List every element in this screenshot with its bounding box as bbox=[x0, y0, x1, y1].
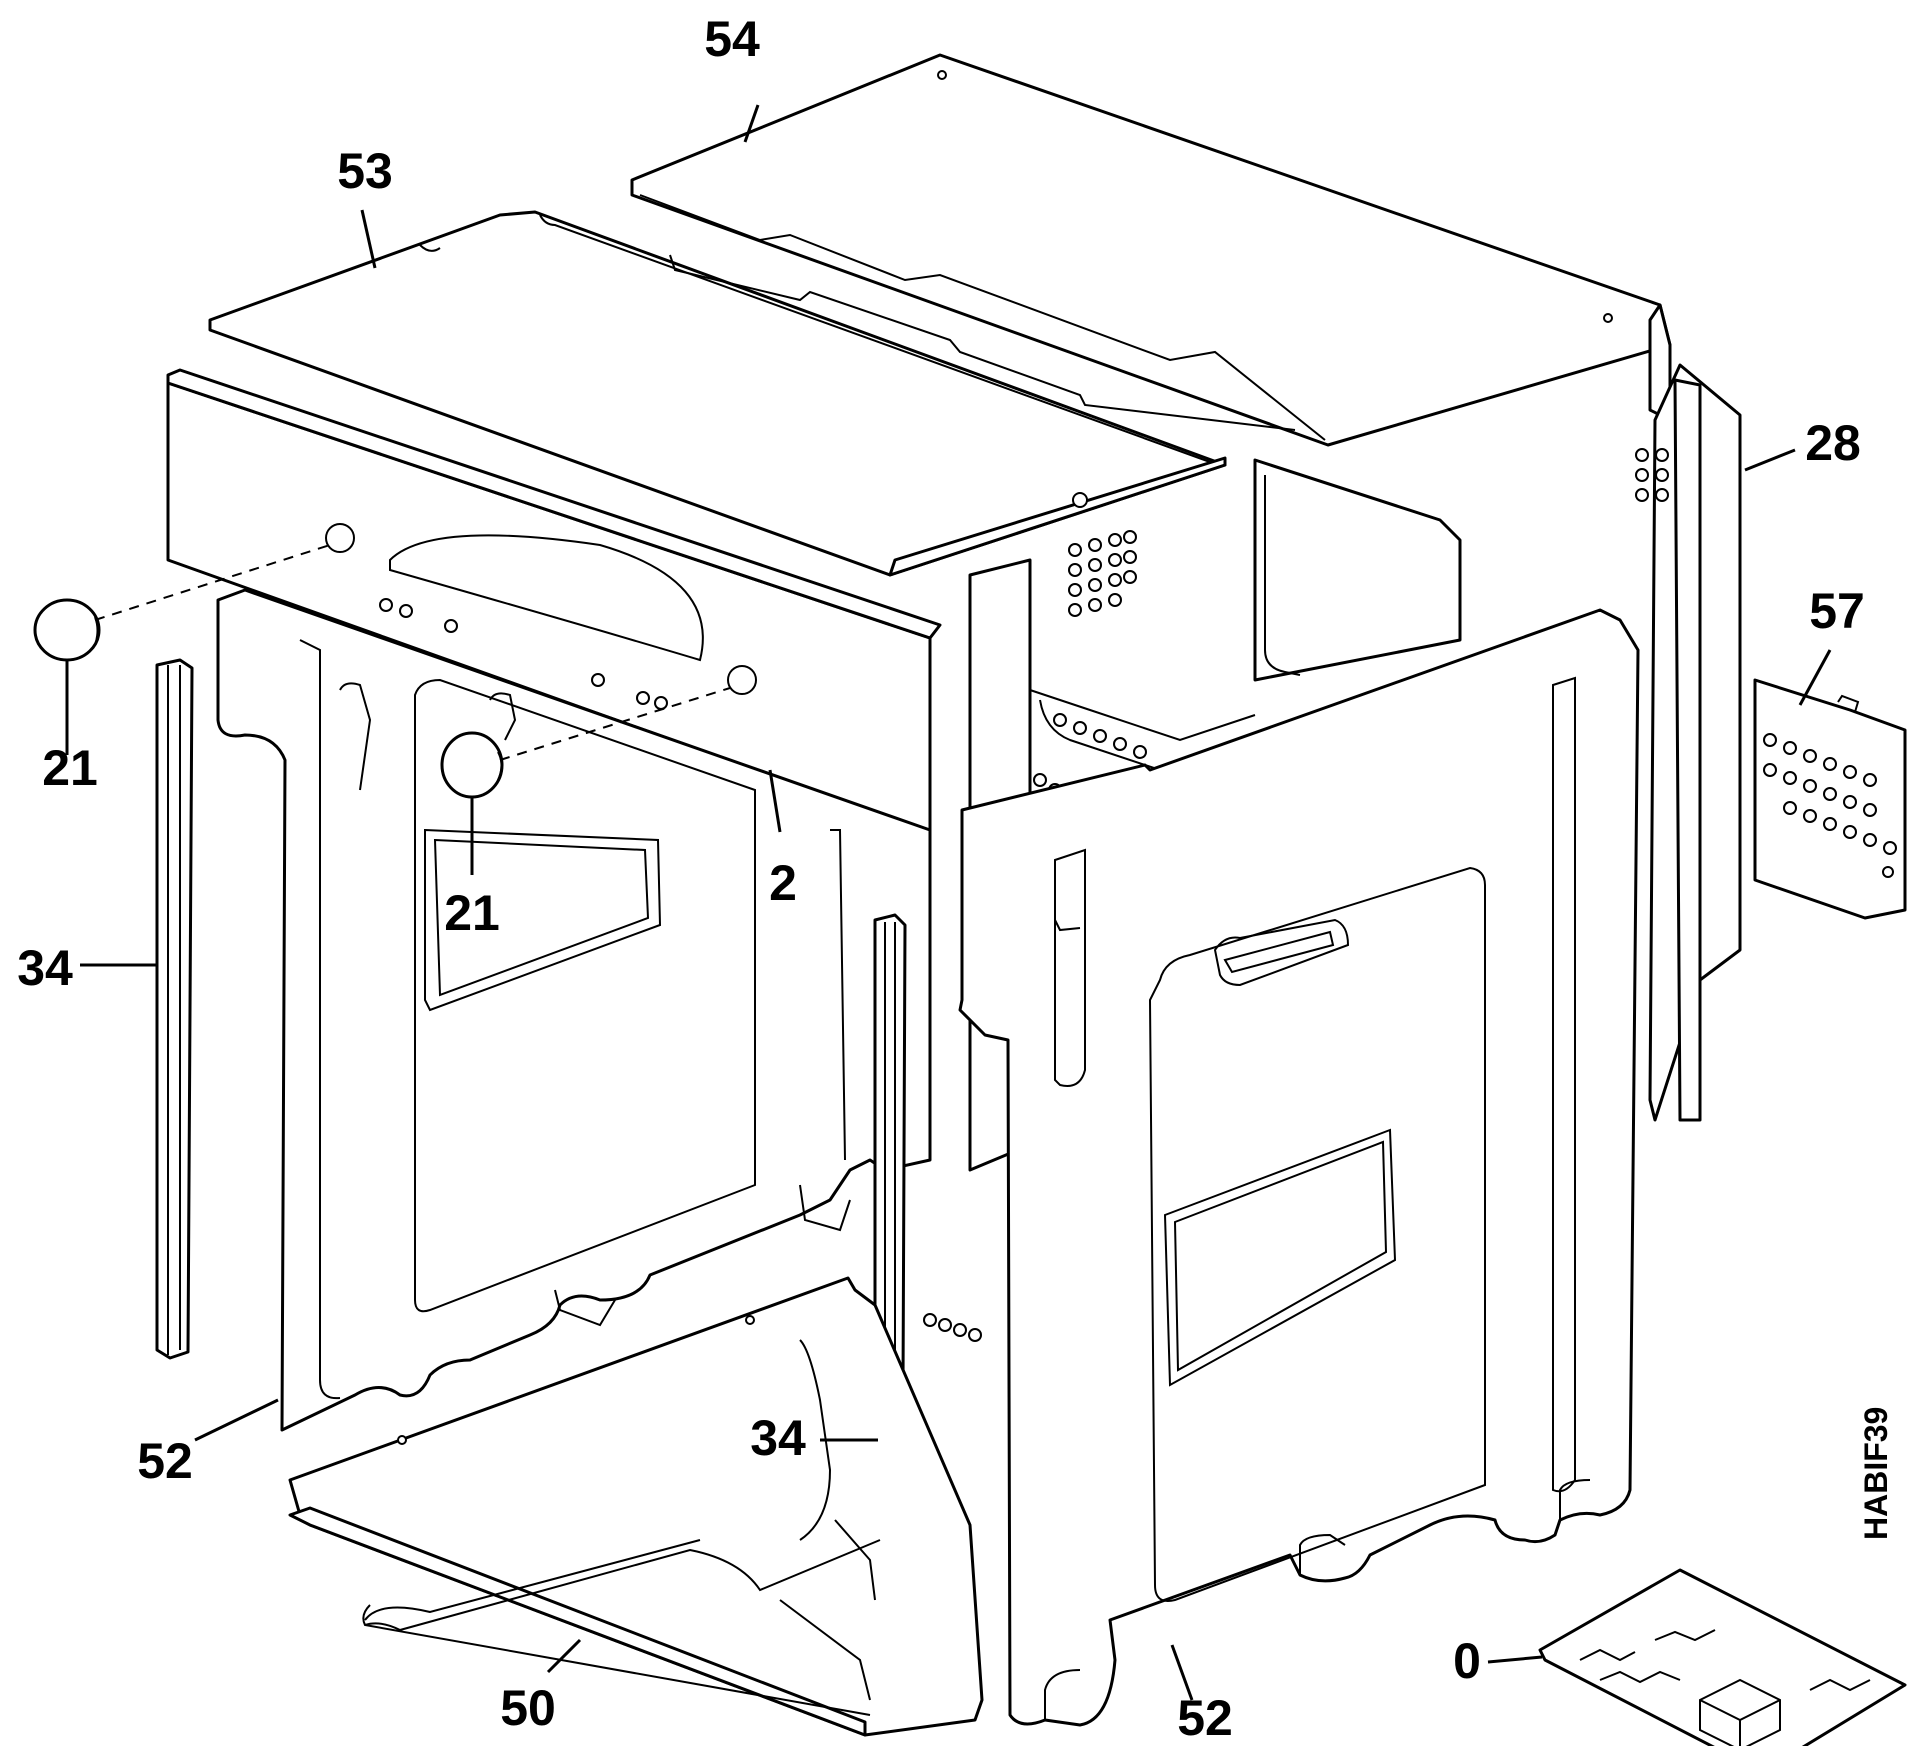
callout-50: 50 bbox=[500, 1680, 556, 1736]
callout-0: 0 bbox=[1453, 1633, 1481, 1689]
callout-34-center: 34 bbox=[750, 1410, 806, 1466]
leader-53 bbox=[360, 209, 377, 269]
leader-lines bbox=[65, 104, 1832, 1701]
part-side-panel-left bbox=[216, 588, 932, 1432]
part-bottom-panel bbox=[288, 1276, 984, 1737]
part-side-panel-right bbox=[958, 608, 1640, 1727]
part-manual bbox=[1538, 1568, 1907, 1746]
drawing-code: HABIF39 bbox=[1858, 1407, 1894, 1540]
dashed-guide-left-knob bbox=[94, 544, 331, 621]
callout-28: 28 bbox=[1805, 415, 1861, 471]
leader-52-left bbox=[194, 1398, 279, 1442]
leader-2 bbox=[768, 769, 782, 833]
dashed-guide-center-knob bbox=[499, 687, 731, 761]
control-panel-knob-hole-left bbox=[325, 523, 355, 553]
cavity-vent-holes bbox=[1033, 530, 1147, 797]
leader-54 bbox=[743, 104, 760, 143]
rear-grille-vent-holes bbox=[1763, 733, 1897, 855]
part-control-panel bbox=[166, 368, 942, 834]
callout-labels: 54 53 28 57 21 21 2 34 34 52 52 50 0 HAB… bbox=[17, 11, 1894, 1746]
back-wall-vent-holes bbox=[1635, 448, 1669, 502]
callout-52-left: 52 bbox=[137, 1433, 193, 1489]
callout-52-right: 52 bbox=[1177, 1690, 1233, 1746]
callout-57: 57 bbox=[1809, 583, 1865, 639]
callout-21-left: 21 bbox=[42, 740, 98, 796]
callout-34-left: 34 bbox=[17, 940, 73, 996]
callout-2: 2 bbox=[769, 855, 797, 911]
leader-0 bbox=[1487, 1655, 1543, 1664]
part-top-panel bbox=[208, 210, 1296, 577]
leader-28 bbox=[1744, 448, 1796, 472]
leader-52-right bbox=[1170, 1644, 1194, 1701]
control-panel-knob-hole-right bbox=[727, 665, 757, 695]
part-knob-center bbox=[440, 731, 504, 799]
oven-cavity bbox=[923, 458, 1462, 1342]
cavity-floor-holes bbox=[923, 1313, 982, 1342]
part-trim-strip-left bbox=[155, 658, 194, 1360]
part-knob-left bbox=[33, 598, 101, 662]
callout-53: 53 bbox=[337, 143, 393, 199]
leader-50 bbox=[546, 1638, 582, 1674]
part-rear-grille bbox=[1753, 678, 1907, 920]
leader-57 bbox=[1798, 649, 1832, 706]
callout-54: 54 bbox=[704, 11, 760, 67]
part-back-wall bbox=[1635, 363, 1742, 1122]
callout-21-center: 21 bbox=[444, 885, 500, 941]
